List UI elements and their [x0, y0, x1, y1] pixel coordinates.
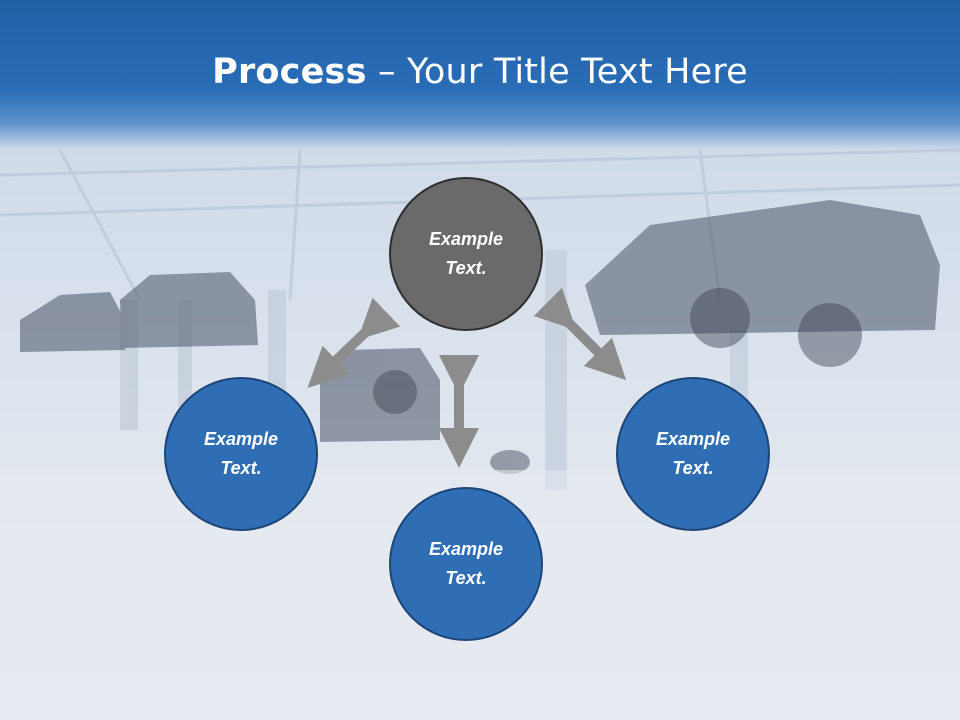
- title-bar: [0, 0, 960, 150]
- node-top-line1: Example: [428, 229, 504, 249]
- slide-title[interactable]: Process – Your Title Text Here: [0, 52, 960, 92]
- node-left-line1: Example: [203, 429, 279, 449]
- title-rest: – Your Title Text Here: [366, 52, 748, 92]
- node-right-line2: Text.: [672, 458, 714, 478]
- node-bottom-line1: Example: [428, 539, 504, 559]
- node-right-line1: Example: [655, 429, 731, 449]
- node-bottom-line2: Text.: [445, 568, 487, 588]
- arrow-top-left: [307, 297, 401, 388]
- node-top-line2: Text.: [445, 258, 487, 278]
- title-bold: Process: [212, 52, 367, 92]
- node-left-line2: Text.: [220, 458, 262, 478]
- arrow-top-right: [533, 287, 627, 381]
